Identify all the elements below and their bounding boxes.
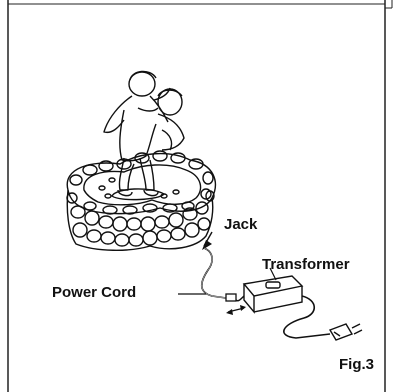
figure-caption: Fig.3 — [339, 356, 374, 373]
plug-icon — [330, 324, 362, 340]
power-cord-label: Power Cord — [52, 284, 136, 301]
cord-connector-icon — [226, 294, 236, 301]
transformer-box-icon — [244, 268, 302, 312]
fountain-statue-icon — [104, 71, 184, 199]
transformer-cord-line — [284, 296, 330, 338]
transformer-label: Transformer — [262, 256, 350, 273]
jack-label: Jack — [224, 216, 257, 233]
cord-arrow-icon — [226, 305, 246, 315]
power-cord-line — [202, 248, 226, 298]
